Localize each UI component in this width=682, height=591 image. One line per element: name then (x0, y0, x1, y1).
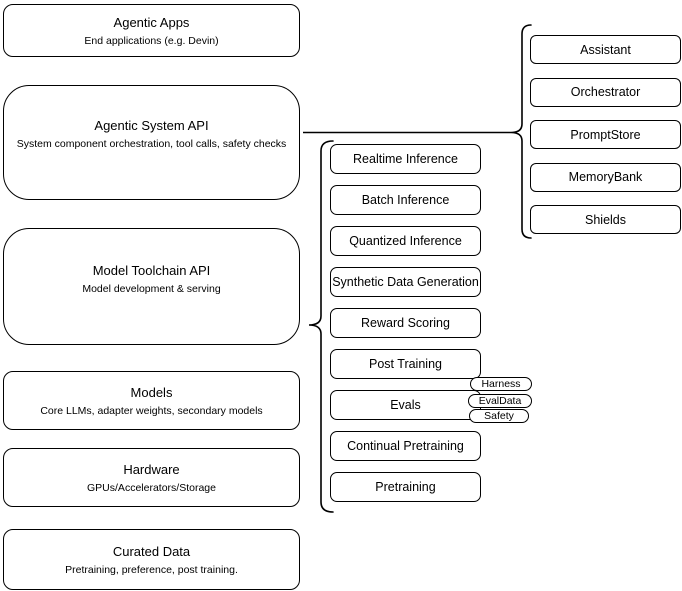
node-realtime-inference: Realtime Inference (330, 144, 481, 174)
tag-safety: Safety (469, 409, 529, 423)
node-shields: Shields (530, 205, 681, 234)
node-reward-scoring: Reward Scoring (330, 308, 481, 338)
node-subtitle: End applications (e.g. Devin) (84, 34, 219, 47)
node-hardware: Hardware GPUs/Accelerators/Storage (3, 448, 300, 507)
node-quantized-inference: Quantized Inference (330, 226, 481, 256)
node-subtitle: Model development & serving (82, 282, 221, 295)
node-subtitle: GPUs/Accelerators/Storage (87, 481, 216, 494)
node-agentic-apps: Agentic Apps End applications (e.g. Devi… (3, 4, 300, 57)
node-batch-inference: Batch Inference (330, 185, 481, 215)
node-orchestrator: Orchestrator (530, 77, 681, 107)
tag-evaldata: EvalData (468, 394, 532, 408)
node-subtitle: Core LLMs, adapter weights, secondary mo… (40, 404, 263, 417)
node-models: Models Core LLMs, adapter weights, secon… (3, 371, 300, 430)
node-evals: Evals (330, 390, 481, 420)
node-title: Agentic Apps (113, 14, 190, 30)
node-title: Models (130, 384, 173, 400)
toolchain-group: Realtime Inference Batch Inference Quant… (330, 144, 481, 502)
components-brace (510, 24, 532, 239)
node-synthetic-data-generation: Synthetic Data Generation (330, 267, 481, 297)
node-promptstore: PromptStore (530, 120, 681, 149)
node-assistant: Assistant (530, 35, 681, 64)
node-title: Hardware (123, 461, 180, 477)
node-agentic-system-api: Agentic System API System component orch… (3, 85, 300, 200)
node-model-toolchain-api: Model Toolchain API Model development & … (3, 228, 300, 345)
node-pretraining: Pretraining (330, 472, 481, 502)
node-title: Curated Data (112, 543, 191, 559)
tag-harness: Harness (470, 377, 532, 391)
node-title: Agentic System API (94, 117, 209, 133)
node-post-training: Post Training (330, 349, 481, 379)
node-memorybank: MemoryBank (530, 162, 681, 192)
node-title: Model Toolchain API (92, 262, 211, 278)
node-subtitle: System component orchestration, tool cal… (16, 137, 287, 150)
node-curated-data: Curated Data Pretraining, preference, po… (3, 529, 300, 590)
node-continual-pretraining: Continual Pretraining (330, 431, 481, 461)
system-components-group: Assistant Orchestrator PromptStore Memor… (530, 35, 681, 234)
node-subtitle: Pretraining, preference, post training. (65, 563, 238, 576)
